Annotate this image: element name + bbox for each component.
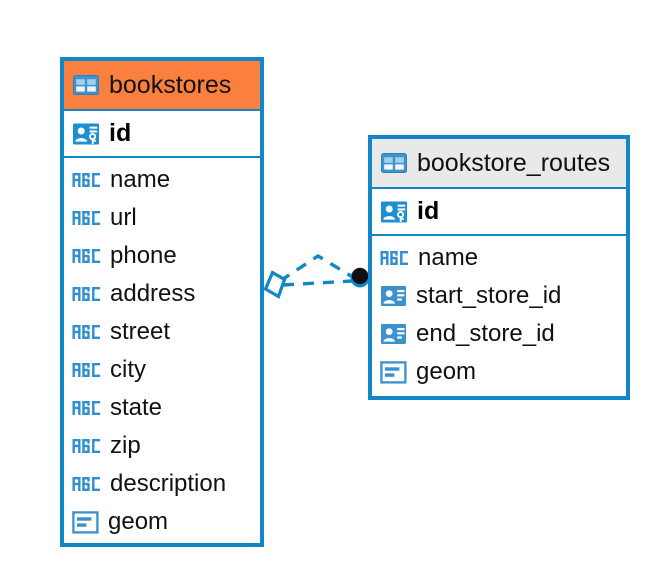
field-row-street[interactable]: street <box>64 313 260 351</box>
field-label: state <box>110 394 163 421</box>
field-label: geom <box>108 508 169 535</box>
field-row-name[interactable]: name <box>372 239 626 277</box>
entity-bookstore-routes[interactable]: bookstore_routes id <box>368 135 630 400</box>
field-label: end_store_id <box>416 320 555 347</box>
primary-key-row[interactable]: id <box>372 187 626 236</box>
text-type-icon <box>72 359 101 381</box>
entity-header[interactable]: bookstores <box>64 61 260 109</box>
field-label: description <box>110 470 227 497</box>
field-row-geom[interactable]: geom <box>64 503 260 541</box>
text-type-icon <box>72 207 101 229</box>
field-label: name <box>110 166 171 193</box>
field-row-end-store-id[interactable]: end_store_id <box>372 315 626 353</box>
geometry-type-icon <box>380 360 407 385</box>
field-row-phone[interactable]: phone <box>64 237 260 275</box>
field-row-description[interactable]: description <box>64 465 260 503</box>
field-list: name <box>64 158 260 545</box>
primary-key-row[interactable]: id <box>64 109 260 158</box>
text-type-icon <box>72 283 101 305</box>
entity-bookstores[interactable]: bookstores id <box>60 57 264 547</box>
table-icon <box>380 149 408 177</box>
field-label: url <box>110 204 137 231</box>
field-label: phone <box>110 242 177 269</box>
primary-key-icon <box>380 198 408 226</box>
text-type-icon <box>72 473 101 495</box>
crows-foot-marker <box>263 270 287 299</box>
field-row-name[interactable]: name <box>64 161 260 199</box>
filled-circle-marker <box>350 267 370 288</box>
table-icon <box>72 71 100 99</box>
field-label: id <box>109 119 132 147</box>
field-label: address <box>110 280 196 307</box>
text-type-icon <box>380 247 409 269</box>
text-type-icon <box>72 397 101 419</box>
field-label: zip <box>110 432 141 459</box>
field-row-start-store-id[interactable]: start_store_id <box>372 277 626 315</box>
field-label: street <box>110 318 171 345</box>
text-type-icon <box>72 321 101 343</box>
field-label: start_store_id <box>416 282 562 309</box>
foreign-key-icon <box>380 283 407 310</box>
geometry-type-icon <box>72 510 99 535</box>
text-type-icon <box>72 169 101 191</box>
entity-header[interactable]: bookstore_routes <box>372 139 626 187</box>
field-row-city[interactable]: city <box>64 351 260 389</box>
relationship-line-upper <box>279 253 357 283</box>
foreign-key-icon <box>380 321 407 348</box>
field-list: name start_store_id <box>372 236 626 395</box>
field-label: geom <box>416 358 477 385</box>
primary-key-icon <box>72 120 100 148</box>
field-label: name <box>418 244 479 271</box>
relationship-line-lower <box>282 279 353 287</box>
entity-title: bookstore_routes <box>417 148 611 177</box>
field-row-address[interactable]: address <box>64 275 260 313</box>
field-label: id <box>417 197 440 225</box>
text-type-icon <box>72 245 101 267</box>
entity-title: bookstores <box>109 70 232 99</box>
text-type-icon <box>72 435 101 457</box>
field-row-state[interactable]: state <box>64 389 260 427</box>
field-label: city <box>110 356 146 383</box>
field-row-url[interactable]: url <box>64 199 260 237</box>
field-row-zip[interactable]: zip <box>64 427 260 465</box>
field-row-geom[interactable]: geom <box>372 353 626 391</box>
